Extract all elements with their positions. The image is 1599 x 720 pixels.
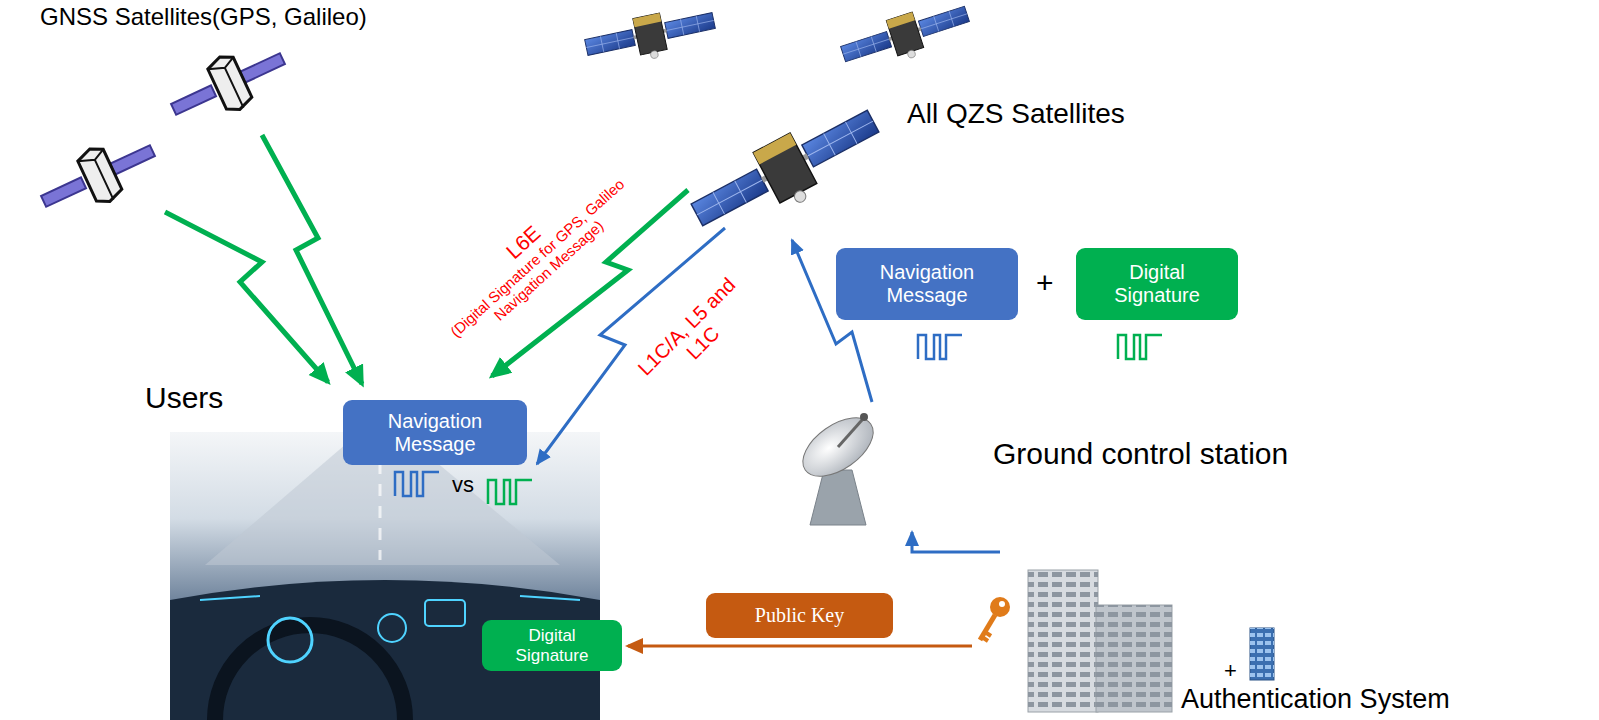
gnss-satellite bbox=[208, 57, 255, 114]
gnss-satellite bbox=[78, 149, 125, 206]
gnss-satellite bbox=[205, 52, 254, 115]
plus-sign: + bbox=[1036, 266, 1054, 301]
group-label: Users bbox=[145, 381, 223, 416]
car-interior-picture bbox=[200, 596, 580, 600]
gnss-satellite bbox=[41, 177, 86, 206]
gnss-satellite bbox=[240, 53, 285, 82]
small-building bbox=[1250, 628, 1274, 680]
qzs-satellite bbox=[684, 96, 891, 248]
rotated-signal-label: L6E(Digital Signature for GPS, Galileo N… bbox=[415, 143, 655, 367]
rotated-signal-label: L1C/A, L5 and L1C bbox=[629, 269, 761, 401]
qzs-satellite bbox=[837, 0, 974, 78]
box-text: Public Key bbox=[755, 604, 844, 627]
signal-waveform bbox=[488, 480, 532, 504]
signal-waveform bbox=[1118, 335, 1162, 359]
qzs-satellite bbox=[582, 2, 718, 72]
satellite-dish bbox=[793, 406, 884, 488]
gnss-satellite bbox=[171, 85, 216, 114]
key-arrow bbox=[628, 645, 972, 648]
signature-box: Digital Signature bbox=[482, 620, 622, 671]
car-interior-picture bbox=[425, 600, 465, 626]
car-interior-picture bbox=[215, 625, 405, 720]
key-icon bbox=[980, 615, 995, 640]
small-building bbox=[1250, 628, 1274, 680]
small-building bbox=[1250, 628, 1274, 680]
message-box: Navigation Message bbox=[343, 400, 527, 465]
signal-arrow bbox=[165, 212, 328, 382]
key-icon bbox=[999, 601, 1005, 607]
gnss-satellite bbox=[75, 144, 124, 207]
key-icon bbox=[982, 637, 988, 641]
building bbox=[1028, 570, 1172, 712]
box-text: Navigation Message bbox=[355, 410, 515, 456]
car-interior-picture bbox=[378, 614, 406, 642]
building bbox=[1096, 605, 1172, 712]
box-text: Digital Signature bbox=[494, 626, 610, 665]
building bbox=[1028, 570, 1098, 712]
group-label: Ground control station bbox=[993, 437, 1288, 472]
car-interior-picture bbox=[170, 432, 600, 720]
signal-waveform bbox=[918, 335, 962, 359]
gnss-satellite bbox=[110, 145, 155, 174]
key-box: Public Key bbox=[706, 593, 893, 638]
key-icon bbox=[985, 632, 991, 636]
link-arrow bbox=[912, 532, 1000, 552]
signal-arrow bbox=[262, 135, 362, 384]
group-label: GNSS Satellites(GPS, Galileo) bbox=[40, 3, 367, 31]
box-text: Navigation Message bbox=[848, 261, 1006, 307]
group-label: Authentication System bbox=[1181, 684, 1450, 715]
car-interior-picture bbox=[170, 432, 600, 720]
box-text: Digital Signature bbox=[1088, 261, 1226, 307]
group-label: All QZS Satellites bbox=[907, 98, 1125, 130]
signature-box: Digital Signature bbox=[1076, 248, 1238, 320]
signal-name: L6E bbox=[415, 143, 632, 342]
satellite-dish bbox=[793, 406, 884, 525]
plus-sign: + bbox=[1224, 658, 1237, 683]
building bbox=[1096, 605, 1172, 712]
car-interior-picture bbox=[268, 618, 312, 662]
satellite-dish bbox=[860, 413, 868, 421]
satellite-dish bbox=[838, 420, 862, 447]
building bbox=[1028, 570, 1098, 712]
key-icon bbox=[980, 597, 1010, 641]
message-box: Navigation Message bbox=[836, 248, 1018, 320]
signal-name: L1C/A, L5 and L1C bbox=[629, 269, 761, 401]
compare-label: vs bbox=[452, 472, 474, 497]
gnss-satellite bbox=[162, 33, 294, 134]
gnss-satellite bbox=[32, 125, 164, 226]
satellite-dish bbox=[810, 470, 866, 525]
signal-waveform bbox=[395, 472, 439, 496]
